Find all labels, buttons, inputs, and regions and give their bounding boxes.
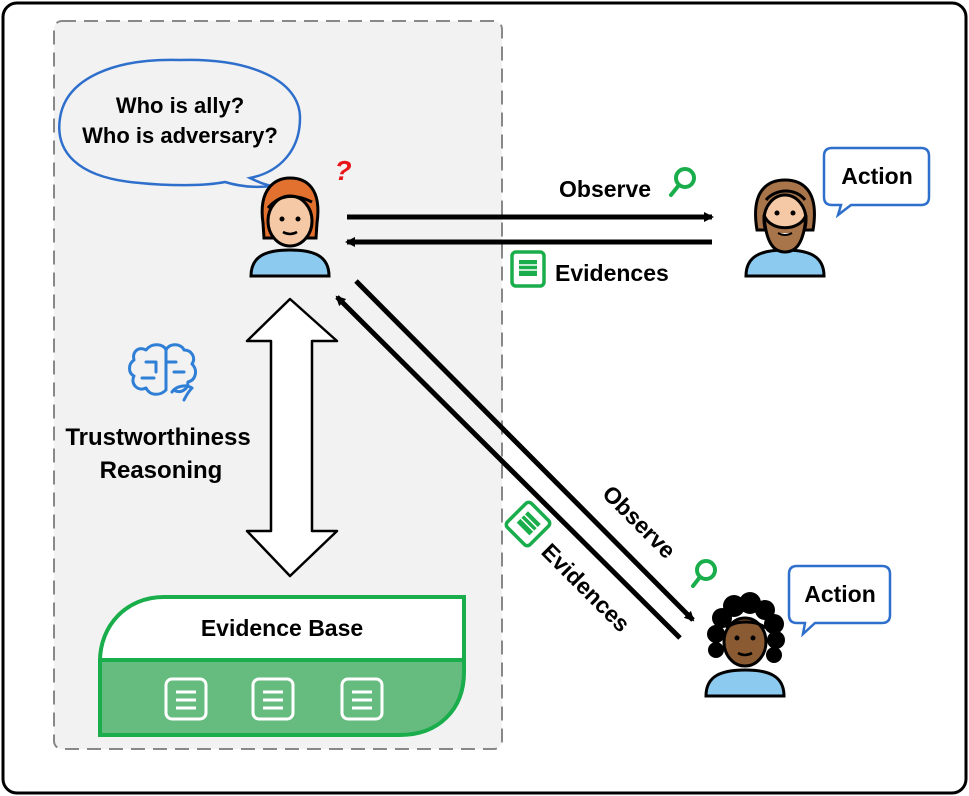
brain-icon bbox=[128, 343, 197, 402]
document-icon-top bbox=[510, 250, 546, 288]
action-box-bottom: Action bbox=[787, 564, 892, 638]
observe-label-top: Observe bbox=[559, 176, 651, 202]
magnifier-icon-diag bbox=[691, 559, 717, 588]
bottom-agent-icon bbox=[704, 592, 786, 698]
top-agent-icon bbox=[744, 178, 826, 278]
evidences-label-top: Evidences bbox=[555, 260, 669, 286]
observe-arrow-diag bbox=[354, 279, 695, 622]
evidence-document-icon bbox=[251, 677, 295, 721]
document-icon-diag bbox=[504, 500, 552, 548]
evidence-document-icon bbox=[164, 677, 208, 721]
evidence-arrow-diag bbox=[335, 295, 682, 640]
action-label-top: Action bbox=[841, 163, 913, 189]
reasoning-double-arrow bbox=[245, 297, 339, 578]
action-label-bottom: Action bbox=[804, 581, 876, 607]
central-agent-icon bbox=[249, 176, 331, 278]
evidence-base: Evidence Base bbox=[98, 595, 466, 737]
reasoning-label-1: Trustworthiness bbox=[65, 424, 250, 451]
question-mark: ? bbox=[334, 155, 351, 186]
bubble-line-1: Who is ally? bbox=[116, 93, 244, 118]
evidence-document-icon bbox=[340, 677, 384, 721]
speech-bubble: Who is ally? Who is adversary? bbox=[58, 58, 302, 189]
reasoning-label-2: Reasoning bbox=[100, 457, 223, 484]
bubble-line-2: Who is adversary? bbox=[82, 123, 278, 148]
magnifier-icon-top bbox=[669, 167, 696, 197]
action-box-top: Action bbox=[822, 146, 931, 219]
evidence-base-title: Evidence Base bbox=[201, 615, 363, 641]
